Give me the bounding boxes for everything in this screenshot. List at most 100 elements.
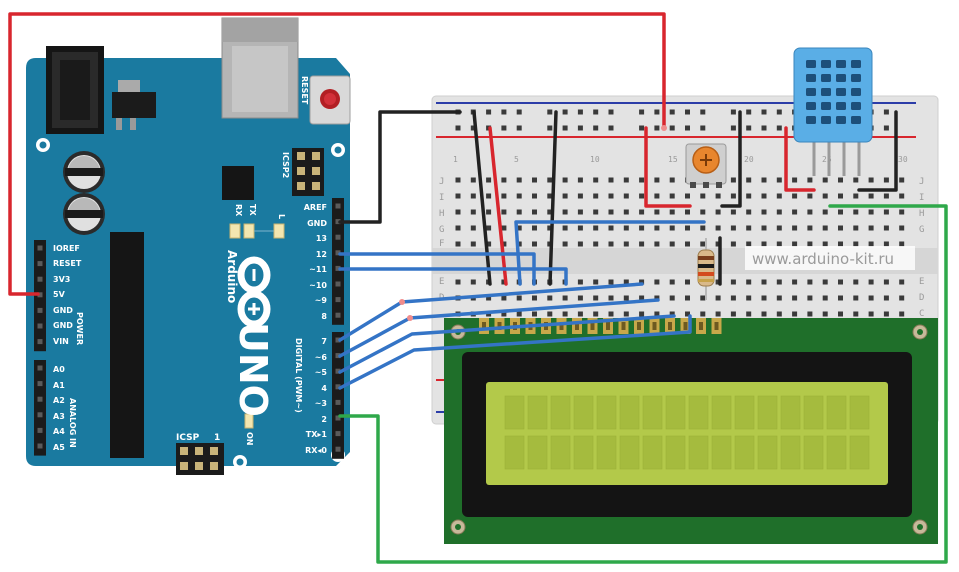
capacitor-2 xyxy=(63,193,105,235)
wire-5v-red xyxy=(8,12,666,296)
icsp-pin1-label: 1 xyxy=(214,433,220,443)
l-led-label: L xyxy=(277,214,286,219)
atmega-chip xyxy=(110,232,144,458)
pin-label-7: 7 xyxy=(321,337,327,346)
power-header xyxy=(34,240,46,352)
pin-label-9: ~9 xyxy=(315,296,328,305)
icsp2-header xyxy=(292,148,324,196)
dc-power-jack xyxy=(46,46,104,134)
wires xyxy=(8,12,948,564)
pin-label-2: 2 xyxy=(321,415,327,424)
jumper-red-pot xyxy=(644,126,692,208)
svg-text:15: 15 xyxy=(668,155,678,164)
pin-label-0: RX◂0 xyxy=(305,446,327,455)
pin-label-aref: AREF xyxy=(304,203,327,212)
svg-text:20: 20 xyxy=(744,155,754,164)
pin-label-3v3: 3V3 xyxy=(53,275,70,284)
on-led xyxy=(244,413,254,429)
svg-text:1: 1 xyxy=(453,155,458,164)
digital-header-labels: 7 ~6 ~5 4 ~3 2 TX▸1 RX◂0 xyxy=(305,337,327,455)
svg-text:J: J xyxy=(439,177,444,187)
wire-dht-data-green xyxy=(338,204,948,564)
wire-gnd-black xyxy=(338,110,462,224)
jumper-black-pot xyxy=(720,110,742,208)
dht-sensor xyxy=(793,47,873,176)
pin-label-6: ~6 xyxy=(315,353,328,362)
top-header-labels: AREF GND 13 12 ~11 ~10 ~9 8 xyxy=(304,203,328,321)
pin-label-vin: VIN xyxy=(53,337,69,346)
analog-pin-labels: A0 A1 A2 A3 A4 A5 xyxy=(53,365,65,452)
pin-label-gnd-2: GND xyxy=(53,321,73,330)
capacitor-1 xyxy=(63,151,105,193)
watermark: www.arduino-kit.ru xyxy=(752,250,894,268)
arduino-uno-board: RESET ICSP2 RX TX L ON xyxy=(26,17,351,475)
pin-label-13: 13 xyxy=(316,234,327,243)
pin-label-1: TX▸1 xyxy=(306,430,328,439)
pin-label-a0: A0 xyxy=(53,365,65,374)
svg-text:F: F xyxy=(439,239,444,249)
pin-label-a1: A1 xyxy=(53,381,65,390)
svg-text:25: 25 xyxy=(822,155,832,164)
pin-label-a4: A4 xyxy=(53,427,65,436)
wire-pin12-blue xyxy=(338,252,536,286)
svg-text:E: E xyxy=(919,277,924,287)
arduino-logo xyxy=(237,256,271,328)
pin-label-12: 12 xyxy=(316,250,327,259)
wire-pin5-blue xyxy=(338,314,676,374)
column-numbers: 1 5 10 15 20 25 30 xyxy=(453,155,908,164)
voltage-regulator xyxy=(112,80,156,130)
pin-label-gnd-1: GND xyxy=(53,306,73,315)
potentiometer[interactable] xyxy=(685,143,727,188)
pin-label-3: ~3 xyxy=(315,399,327,408)
pin-label-gnd-top: GND xyxy=(307,219,327,228)
lcd-module xyxy=(444,318,938,544)
rx-label: RX xyxy=(234,204,243,217)
usb-connector xyxy=(221,17,299,119)
svg-text:H: H xyxy=(439,209,444,219)
pin-label-10: ~10 xyxy=(309,281,327,290)
pin-label-8: 8 xyxy=(321,312,327,321)
power-pin-labels: IOREF RESET 3V3 5V GND GND VIN xyxy=(53,244,82,346)
reset-button[interactable] xyxy=(309,75,351,125)
digital-header-bottom xyxy=(332,332,344,459)
wire-pin4-blue xyxy=(338,314,692,390)
usb-chip xyxy=(222,166,254,200)
pin-label-a2: A2 xyxy=(53,396,65,405)
svg-text:H: H xyxy=(919,209,924,219)
on-label: ON xyxy=(245,432,254,446)
jumper-red-1 xyxy=(488,126,508,286)
svg-text:G: G xyxy=(439,225,444,235)
pin-label-5: ~5 xyxy=(315,368,328,377)
pin-label-a3: A3 xyxy=(53,412,65,421)
svg-text:5: 5 xyxy=(514,155,519,164)
svg-text:30: 30 xyxy=(898,155,908,164)
svg-text:10: 10 xyxy=(590,155,600,164)
wire-pin11-blue xyxy=(338,267,568,286)
svg-text:I: I xyxy=(919,193,924,203)
jumper-black-dht xyxy=(857,110,898,192)
brand-label: Arduino xyxy=(225,250,239,303)
jumper-blue-pot-lcd xyxy=(514,220,706,286)
reset-label: RESET xyxy=(300,76,309,105)
power-group-label: POWER xyxy=(75,312,84,345)
pin-label-11: ~11 xyxy=(309,265,327,274)
uno-label: UNO xyxy=(231,322,275,417)
analog-group-label: ANALOG IN xyxy=(68,398,77,448)
tx-label: TX xyxy=(248,204,257,216)
jumper-black-2 xyxy=(548,110,558,286)
svg-text:E: E xyxy=(439,277,444,287)
svg-text:D: D xyxy=(919,293,924,303)
analog-header xyxy=(34,360,46,456)
svg-text:I: I xyxy=(439,193,444,203)
digital-header-top xyxy=(332,198,344,325)
icsp2-label: ICSP2 xyxy=(281,152,290,178)
rx-tx-leds xyxy=(229,223,285,239)
pin-label-reset: RESET xyxy=(53,259,82,268)
row-letters-top: J I H G F J I H G xyxy=(439,177,924,249)
svg-text:G: G xyxy=(919,225,924,235)
icsp-label: ICSP xyxy=(176,433,200,443)
pin-label-4: 4 xyxy=(321,384,327,393)
lcd-character-cells xyxy=(504,395,870,470)
digital-group-label: DIGITAL (PWM~) xyxy=(294,338,303,413)
